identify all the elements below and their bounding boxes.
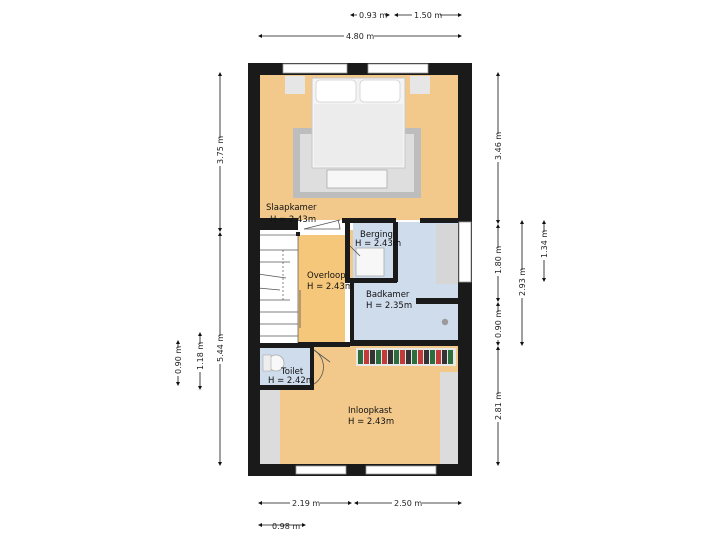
- room-label-inloopkast: Inloopkast H = 2.43m: [348, 406, 394, 427]
- svg-text:2.19 m: 2.19 m: [292, 499, 320, 508]
- svg-text:2.81 m: 2.81 m: [494, 392, 503, 420]
- dim-label-right-outer-b: 1.34 m: [539, 230, 550, 260]
- dim-label-bottom-left: 2.19 m: [290, 497, 320, 508]
- svg-text:Toilet: Toilet: [280, 367, 304, 377]
- nightstand-right: [410, 76, 430, 94]
- dim-label-bottom-small: 0.98 m: [272, 522, 300, 531]
- svg-text:3.75 m: 3.75 m: [216, 136, 225, 164]
- staircase: [257, 234, 299, 346]
- dim-label-right-small: 0.90 m: [493, 310, 504, 340]
- svg-text:H = 2.43m: H = 2.43m: [307, 282, 353, 292]
- dim-label-top-small-b: 1.50 m: [412, 9, 442, 20]
- svg-text:1.18 m: 1.18 m: [196, 342, 205, 370]
- svg-text:0.90 m: 0.90 m: [174, 346, 183, 374]
- svg-text:5.44 m: 5.44 m: [216, 334, 225, 362]
- landing-floor: [298, 235, 345, 345]
- dim-label-left-upper: 3.75 m: [215, 136, 226, 166]
- clothes-rail: [356, 348, 456, 366]
- bath-fixture: [436, 224, 459, 284]
- room-label-badkamer: Badkamer H = 2.35m: [366, 290, 412, 311]
- svg-text:Overloop: Overloop: [307, 271, 346, 281]
- svg-text:0.98 m: 0.98 m: [272, 522, 300, 531]
- room-label-toilet: Toilet H = 2.42m: [268, 367, 314, 386]
- room-label-slaapkamer: Slaapkamer H = 2.43m: [266, 203, 317, 225]
- svg-text:1.34 m: 1.34 m: [540, 230, 549, 258]
- svg-text:H = 2.43m: H = 2.43m: [355, 239, 401, 249]
- svg-text:Slaapkamer: Slaapkamer: [266, 203, 317, 213]
- drain: [441, 318, 449, 326]
- toilet-tank: [262, 354, 272, 372]
- svg-text:1.80 m: 1.80 m: [494, 246, 503, 274]
- svg-text:H = 2.43m: H = 2.43m: [348, 417, 394, 427]
- svg-text:H = 2.43m: H = 2.43m: [270, 215, 316, 225]
- doors: [299, 219, 361, 385]
- dim-label-bottom-right: 2.50 m: [392, 497, 422, 508]
- room-label-berging: Berging H = 2.43m: [355, 230, 401, 249]
- svg-text:2.93 m: 2.93 m: [518, 268, 527, 296]
- dim-label-left-small-a: 0.90 m: [173, 346, 184, 376]
- nightstand-left: [285, 76, 305, 94]
- dim-label-top-overall: 4.80 m: [344, 30, 374, 41]
- svg-text:H = 2.42m: H = 2.42m: [268, 376, 314, 386]
- dim-label-right-outer-a: 2.93 m: [517, 268, 528, 298]
- svg-text:1.50 m: 1.50 m: [414, 11, 442, 20]
- dim-label-right-lower: 2.81 m: [493, 392, 504, 422]
- blanket: [314, 104, 403, 166]
- storage-unit: [355, 247, 385, 277]
- svg-text:Inloopkast: Inloopkast: [348, 406, 392, 416]
- dim-label-top-small-a: 0.93 m: [357, 9, 387, 20]
- svg-text:2.50 m: 2.50 m: [394, 499, 422, 508]
- svg-text:Badkamer: Badkamer: [366, 290, 410, 300]
- dim-label-left-small-b: 1.18 m: [195, 342, 206, 372]
- dim-label-left-lower: 5.44 m: [215, 334, 226, 364]
- pillow-right: [359, 79, 401, 103]
- svg-text:Berging: Berging: [360, 230, 393, 240]
- windows: [282, 63, 472, 475]
- walkin-side-left: [258, 390, 280, 465]
- bench: [326, 169, 388, 189]
- dim-label-right-mid: 1.80 m: [493, 246, 504, 276]
- svg-text:0.93 m: 0.93 m: [359, 11, 387, 20]
- dim-label-right-upper: 3.46 m: [493, 132, 504, 162]
- pillow-left: [315, 79, 357, 103]
- svg-text:H = 2.35m: H = 2.35m: [366, 301, 412, 311]
- svg-text:4.80 m: 4.80 m: [346, 32, 374, 41]
- room-label-overloop: Overloop H = 2.43m: [307, 271, 353, 292]
- walkin-side-right: [440, 372, 460, 465]
- svg-text:3.46 m: 3.46 m: [494, 132, 503, 160]
- svg-text:0.90 m: 0.90 m: [494, 310, 503, 338]
